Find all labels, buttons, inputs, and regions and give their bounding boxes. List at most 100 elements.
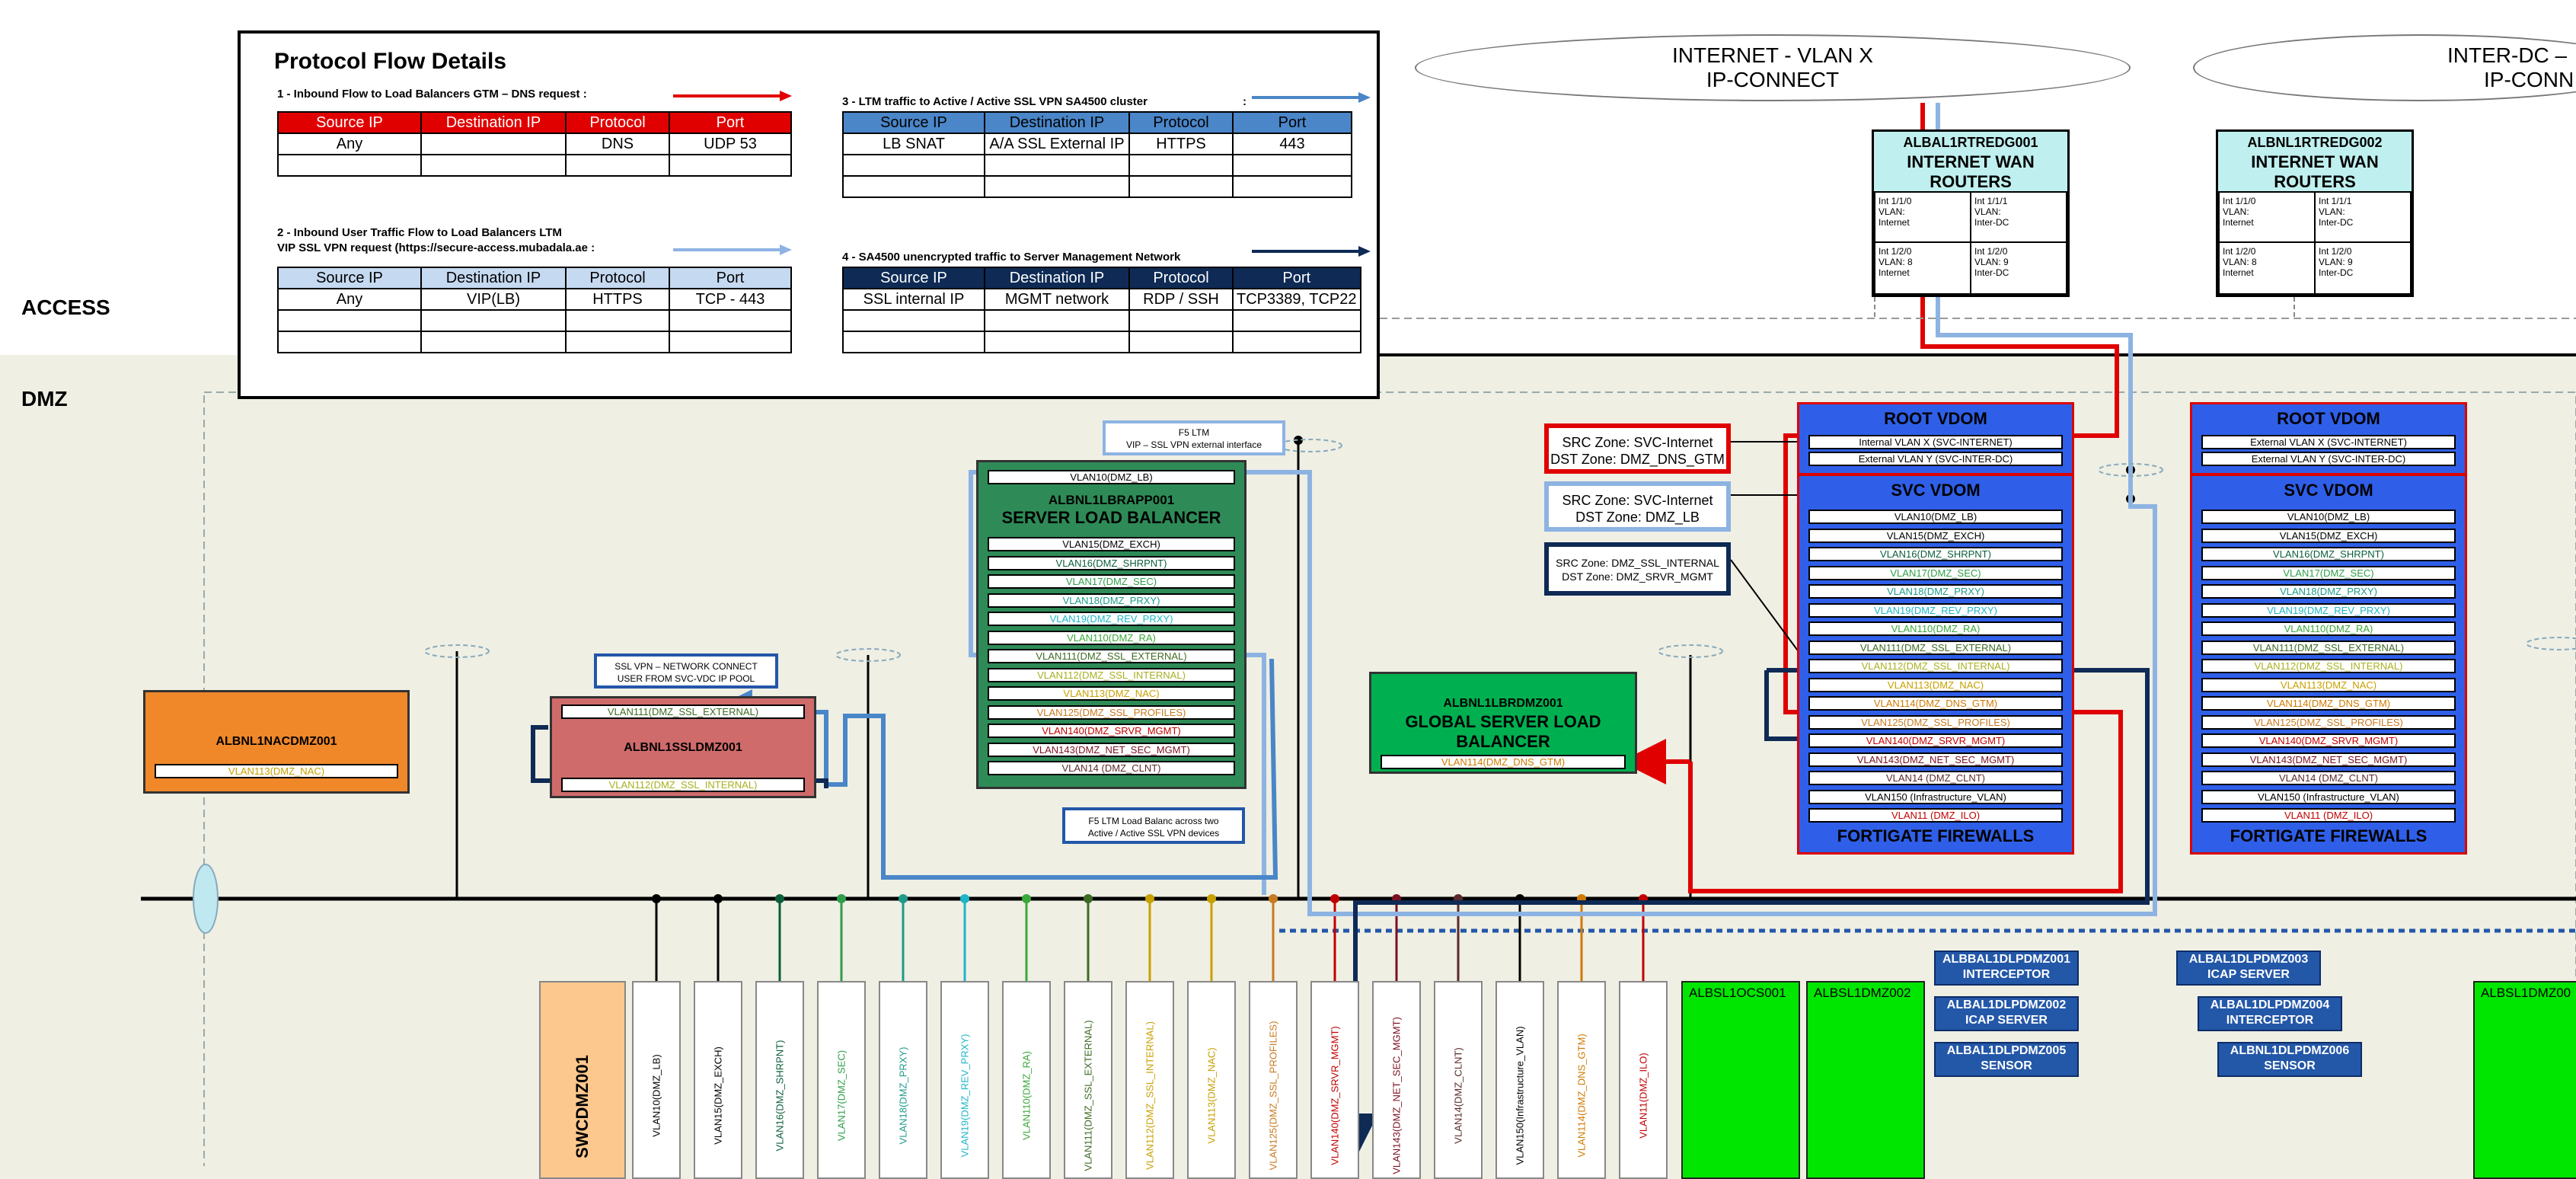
table-cell: TCP3389, TCP22 [1232,288,1361,311]
interdc-cloud: INTER-DC – IP-CONN [2193,34,2576,101]
flow4-header-row: Source IP Destination IP Protocol Port [842,267,1361,289]
switch-port: VLAN11(DMZ_ILO) [1619,981,1668,1179]
cell-line: VLAN: 8 [2223,257,2257,267]
dlp-line: ALBAL1DLPDMZ003 [2188,953,2309,966]
switch-port-label: VLAN111(DMZ_SSL_EXTERNAL) [1082,1020,1094,1171]
fw-svc-vlan-chip: VLAN125(DMZ_SSL_PROFILES) [2201,714,2456,730]
switch-port: VLAN19(DMZ_REV_PRXY) [940,981,989,1179]
dlp-line: INTERCEPTOR [1962,968,2051,981]
table-cell [277,309,422,332]
flow4-title: 4 - SA4500 unencrypted traffic to Server… [842,251,1181,264]
table-cell: Any [277,133,422,155]
flow2-header: Source IP [277,267,422,289]
flow4-header: Destination IP [984,267,1130,289]
table-cell [669,154,792,177]
router-title: INTERNET WAN [2251,152,2379,171]
internet-cloud: INTERNET - VLAN X IP-CONNECT [1415,34,2131,101]
flow1-header: Protocol [565,111,670,134]
slb-vlan-chip: VLAN140(DMZ_SRVR_MGMT) [988,724,1235,738]
gslb-title: GLOBAL SERVER LOAD [1405,712,1601,731]
cell-line: VLAN: 8 [1879,257,1913,267]
switch-port: VLAN140(DMZ_SRVR_MGMT) [1310,981,1359,1179]
protocol-panel-title: Protocol Flow Details [274,49,507,74]
table-cell: A/A SSL External IP [984,133,1130,155]
flow3-header: Source IP [842,111,985,134]
fw1-svc-title: SVC VDOM [1891,481,1981,500]
server-load-balancer: VLAN10(DMZ_LB) ALBNL1LBRAPP001 SERVER LO… [976,460,1247,789]
port-drop-node [652,894,661,903]
ssl-vpn-callout: SSL VPN – NETWORK CONNECT USER FROM SVC-… [594,653,778,689]
flow4-header: Source IP [842,267,985,289]
table-cell: Any [277,288,422,311]
callout-line: SRC Zone: DMZ_SSL_INTERNAL [1556,557,1719,569]
table-cell: DNS [565,133,670,155]
port-drop-node [960,894,969,903]
callout-line: F5 LTM [1178,427,1210,438]
table-row [277,331,792,353]
router-name: ALBNL1RTREDG002 [2247,135,2383,150]
server-label: ALBSL1OCS001 [1689,986,1786,1000]
table-cell [1128,309,1234,332]
table-cell [420,133,567,155]
slb-vlan-chip: VLAN112(DMZ_SSL_INTERNAL) [988,667,1235,682]
switch-port-label: VLAN18(DMZ_PRXY) [897,1046,909,1145]
cell-line: VLAN: [2223,206,2249,217]
switch-port-label: VLAN17(DMZ_SEC) [835,1050,847,1142]
flow2-header-row: Source IP Destination IP Protocol Port [277,267,792,289]
internet-cloud-line2: IP-CONNECT [1706,68,1840,91]
flow1-header-row: Source IP Destination IP Protocol Port [277,111,792,134]
fw-svc-vlan-chip: VLAN112(DMZ_SSL_INTERNAL) [2201,659,2456,673]
switch-port: VLAN15(DMZ_EXCH) [694,981,742,1179]
dlp-line: ALBBAL1DLPDMZ001 [1942,953,2070,966]
fw-svc-vlan-chip: VLAN111(DMZ_SSL_EXTERNAL) [1808,640,2063,655]
cell-line: Int 1/2/0 [2223,246,2256,257]
switch-port: VLAN143(DMZ_NET_SEC_MGMT) [1372,981,1421,1179]
callout-line: Active / Active SSL VPN devices [1087,828,1220,839]
cell-line: VLAN: [1879,206,1905,217]
table-cell: HTTPS [1128,133,1234,155]
flow1-table: Source IP Destination IP Protocol Port A… [277,111,792,177]
switch-port: VLAN113(DMZ_NAC) [1187,981,1236,1179]
slb-vlan-chip: VLAN14 (DMZ_CLNT) [988,761,1235,775]
table-cell: TCP - 443 [669,288,792,311]
fw-svc-vlan-chip: VLAN111(DMZ_SSL_EXTERNAL) [2201,640,2456,655]
table-cell: VIP(LB) [420,288,567,311]
dlp-line: SENSOR [1981,1059,2032,1072]
cell-line: Inter-DC [1974,217,2009,228]
fw1-footer: FORTIGATE FIREWALLS [1837,826,2035,845]
callout-line: SRC Zone: SVC-Internet [1562,493,1713,508]
fw1-root-item: Internal VLAN X (SVC-INTERNET) [1808,435,2063,449]
cell-line: Inter-DC [2319,267,2354,278]
cell-line: Int 1/2/0 [2319,246,2352,257]
table-row: Any VIP(LB) HTTPS TCP - 443 [277,288,792,311]
zone-callout-gtm: SRC Zone: SVC-Internet DST Zone: DMZ_DNS… [1544,423,1731,474]
flow3-header: Destination IP [984,111,1130,134]
dlp-line: ICAP SERVER [2207,968,2290,981]
router-name: ALBAL1RTREDG001 [1903,135,2038,150]
fw1-root-item: External VLAN Y (SVC-INTER-DC) [1808,452,2063,466]
table-cell [1232,175,1352,198]
fw-svc-vlan-chip: VLAN14 (DMZ_CLNT) [1808,771,2063,785]
fw-svc-vlan-chip: VLAN17(DMZ_SEC) [1808,565,2063,580]
flow3-colon: : [1243,95,1247,108]
fw-svc-vlan-chip: VLAN113(DMZ_NAC) [1808,677,2063,692]
table-cell: RDP / SSH [1128,288,1234,311]
slb-vlan-chip: VLAN15(DMZ_EXCH) [988,537,1235,551]
slb-vlan-chip: VLAN143(DMZ_NET_SEC_MGMT) [988,742,1235,757]
table-row [277,154,792,177]
cell-line: Internet [2223,267,2254,278]
table-cell [420,331,567,353]
zone-callout-mgmt: SRC Zone: DMZ_SSL_INTERNAL DST Zone: DMZ… [1544,542,1731,596]
switch-port-label: VLAN113(DMZ_NAC) [1205,1047,1218,1144]
fw-svc-vlan-chip: VLAN143(DMZ_NET_SEC_MGMT) [2201,752,2456,767]
table-cell [842,175,985,198]
table-row: LB SNAT A/A SSL External IP HTTPS 443 [842,133,1352,155]
table-row [842,331,1361,353]
table-cell [984,331,1130,353]
switch-port-label: VLAN114(DMZ_DNS_GTM) [1575,1034,1588,1158]
table-row: SSL internal IP MGMT network RDP / SSH T… [842,288,1361,311]
dmz-switch: SWCDMZ001 [539,981,626,1179]
